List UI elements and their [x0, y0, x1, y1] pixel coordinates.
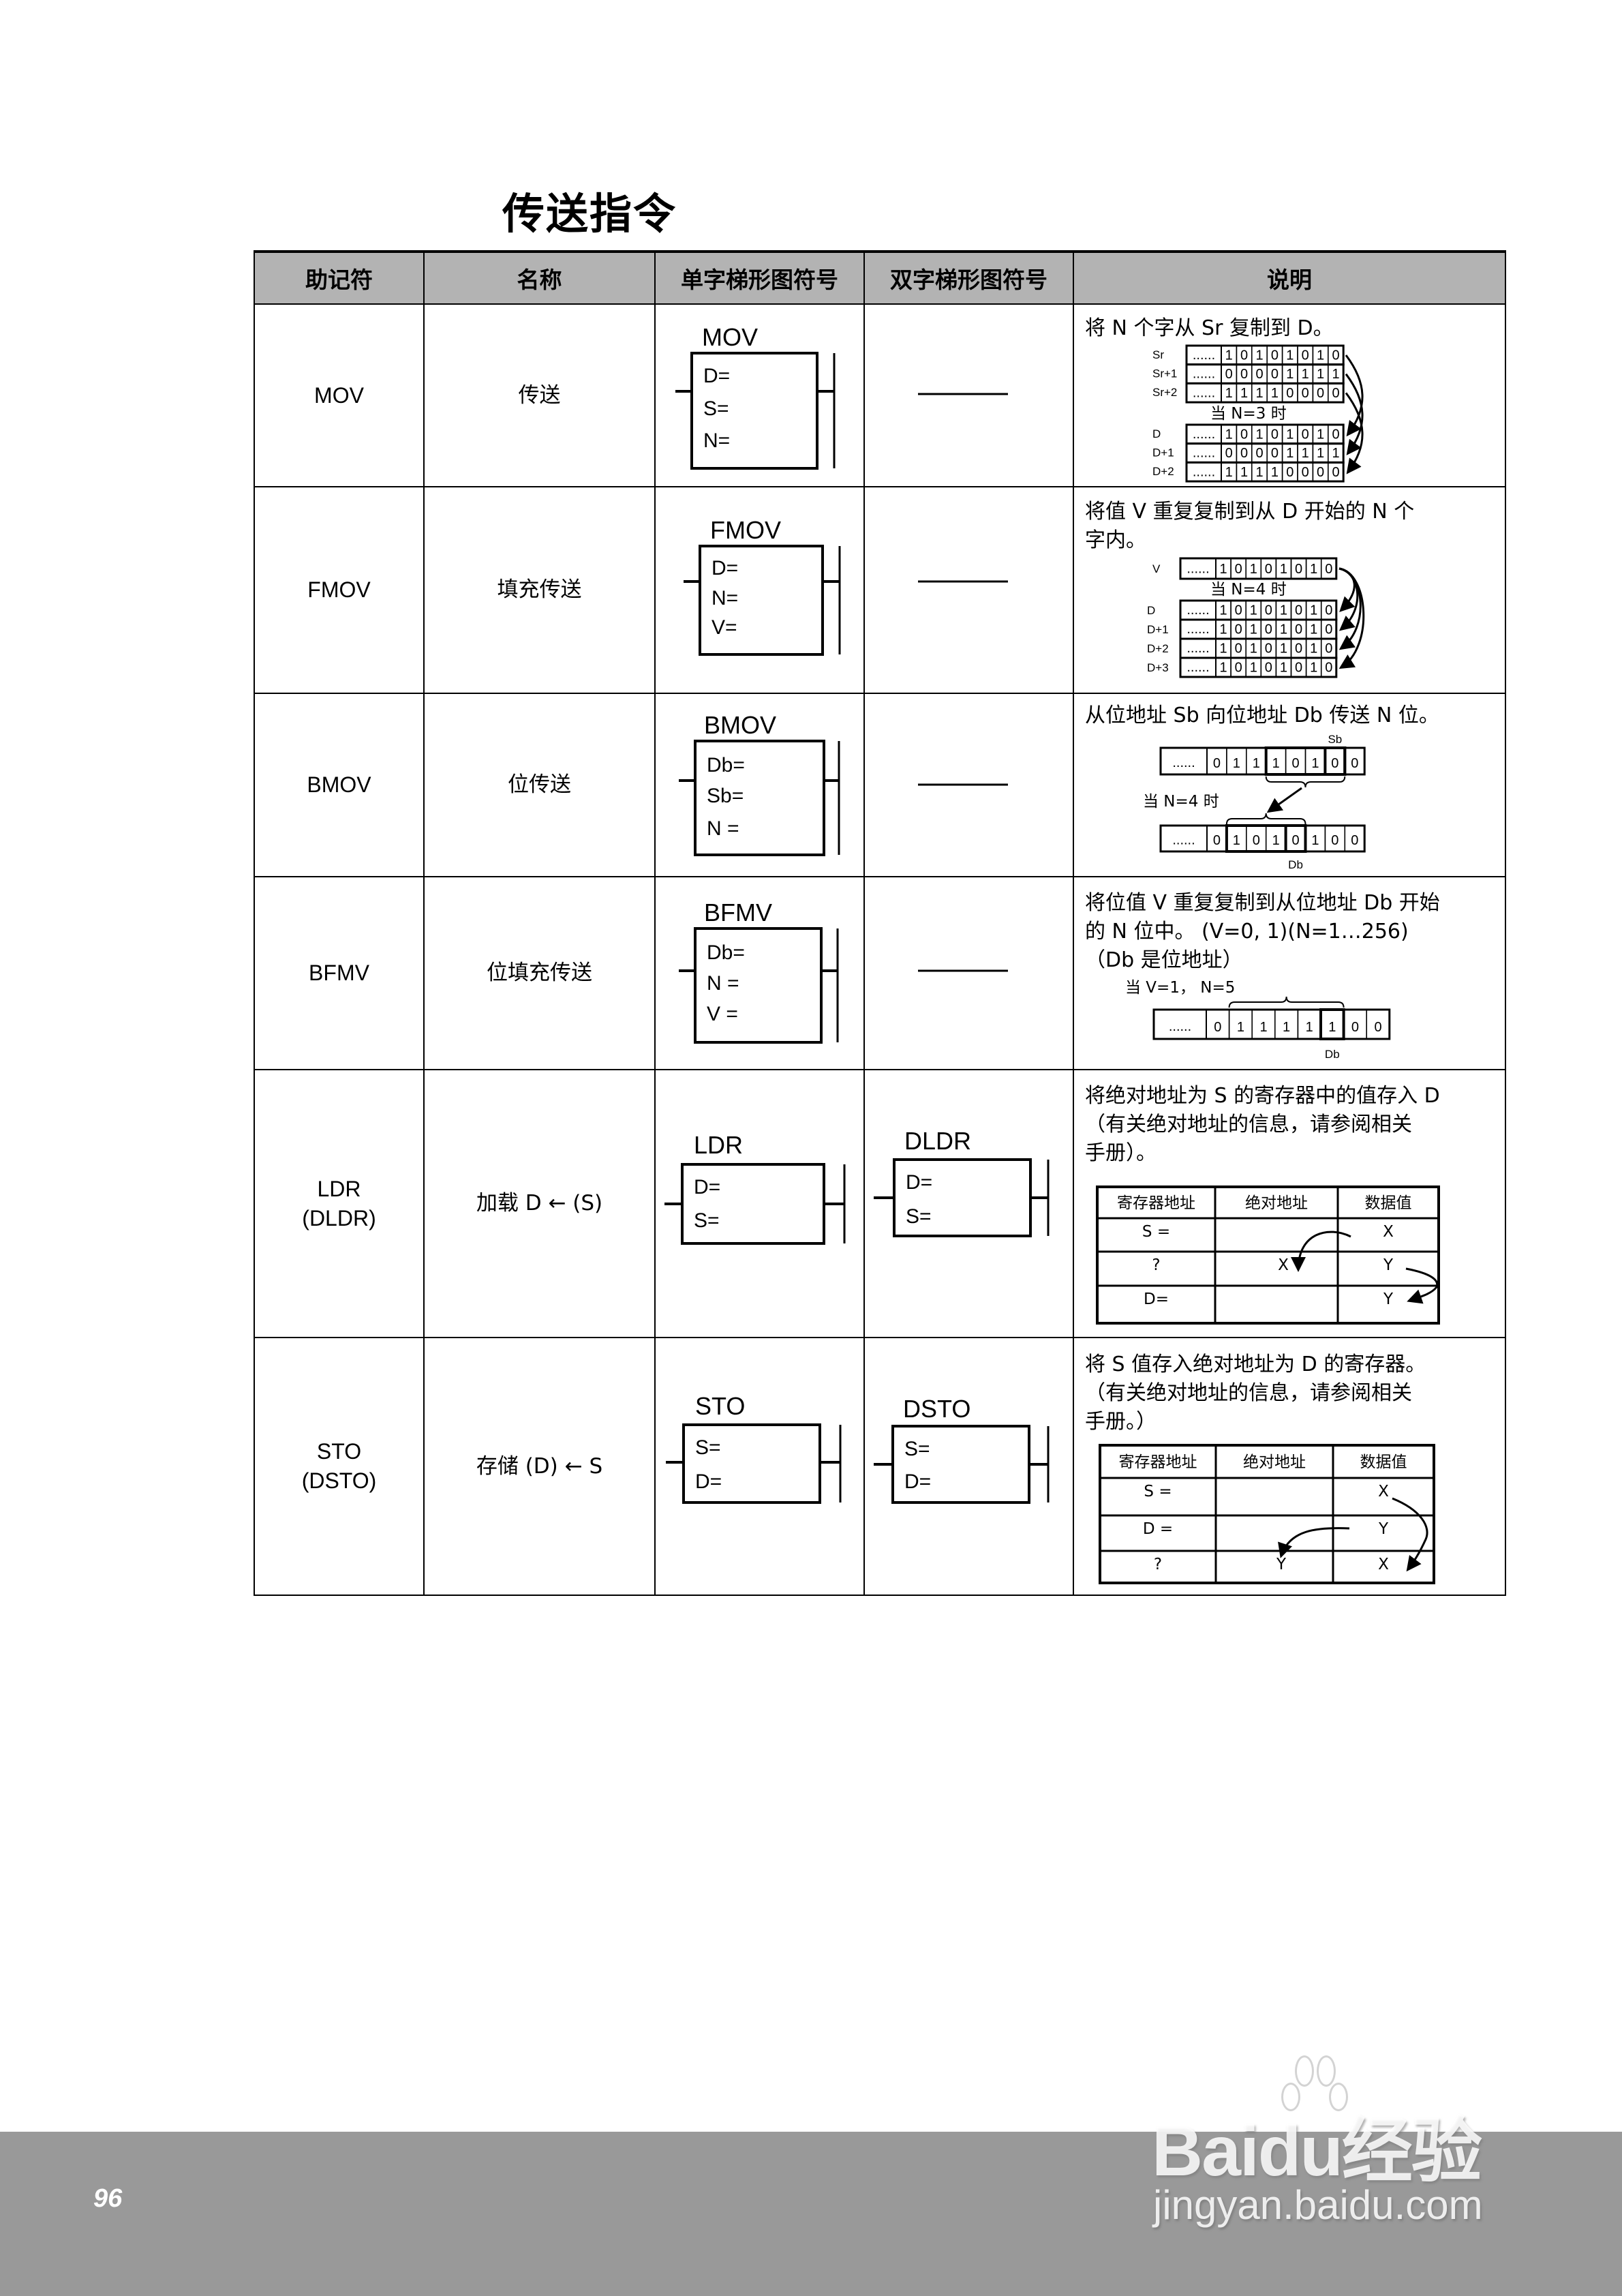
paw-icon [1317, 2055, 1336, 2087]
description-cell: 将值 V 重复复制到从 D 开始的 N 个字内。 [1073, 486, 1506, 694]
single-ladder-cell [654, 303, 865, 487]
header-description: 说明 [1073, 250, 1506, 305]
double-ladder-cell [863, 303, 1074, 487]
double-ladder-cell [863, 486, 1074, 694]
description-line: 手册）。 [1085, 1141, 1157, 1165]
table-row: BFMV 位填充传送 将位值 V 重复复制到从位地址 Db 开始的 N 位中。 … [254, 876, 1506, 1070]
table-row: FMOV 填充传送 将值 V 重复复制到从 D 开始的 N 个字内。 [254, 486, 1506, 694]
name-cell: 填充传送 [423, 486, 656, 694]
page-title: 传送指令 [502, 189, 677, 239]
mnemonic-double: (DSTO) [301, 1468, 377, 1493]
single-ladder-cell [654, 1069, 865, 1338]
description-cell: 将位值 V 重复复制到从位地址 Db 开始的 N 位中。 (V=0, 1)(N=… [1073, 876, 1506, 1070]
description-line: 从位地址 Sb 向位地址 Db 传送 N 位。 [1085, 704, 1439, 727]
single-ladder-cell [654, 1337, 865, 1596]
mnemonic-cell: STO (DSTO) [254, 1337, 425, 1596]
header-name: 名称 [423, 250, 656, 305]
description-text: 将值 V 重复复制到从 D 开始的 N 个字内。 [1085, 498, 1414, 555]
description-text: 将 S 值存入绝对地址为 D 的寄存器。 （有关绝对地址的信息，请参阅相关手册。） [1085, 1350, 1426, 1436]
description-line: （有关绝对地址的信息，请参阅相关 [1085, 1113, 1412, 1136]
name-cell: 存储 (D) ← S [423, 1337, 656, 1596]
description-line: 将 N 个字从 Sr 复制到 D。 [1085, 316, 1334, 340]
watermark-logo: Baidu经验 [1152, 2112, 1482, 2191]
name-cell: 加载 D ← (S) [423, 1069, 656, 1338]
description-line: 将值 V 重复复制到从 D 开始的 N 个 [1085, 500, 1415, 524]
description-line: 的 N 位中。 (V=0, 1)(N=1…256) [1085, 920, 1409, 943]
description-line: 将 S 值存入绝对地址为 D 的寄存器。 [1085, 1353, 1426, 1376]
description-line: 手册。） [1085, 1410, 1157, 1434]
double-ladder-cell [863, 1069, 1074, 1338]
single-ladder-cell [654, 486, 865, 694]
description-text: 将绝对地址为 S 的寄存器中的值存入 D （有关绝对地址的信息，请参阅相关手册）。 [1085, 1082, 1440, 1168]
name-cell: 传送 [423, 303, 656, 487]
single-ladder-cell [654, 876, 865, 1070]
header-mnemonic: 助记符 [254, 250, 425, 305]
description-line: （有关绝对地址的信息，请参阅相关 [1085, 1381, 1412, 1405]
header-single-word-ladder: 单字梯形图符号 [654, 250, 865, 305]
page-number: 96 [93, 2184, 123, 2213]
description-cell: 从位地址 Sb 向位地址 Db 传送 N 位。 [1073, 693, 1506, 877]
double-ladder-cell [863, 693, 1074, 877]
mnemonic: BFMV [309, 961, 369, 985]
mnemonic: FMOV [307, 577, 371, 602]
double-ladder-cell [863, 1337, 1074, 1596]
description-text: 从位地址 Sb 向位地址 Db 传送 N 位。 [1085, 701, 1439, 730]
mnemonic: STO [316, 1439, 362, 1464]
table-header-row: 助记符 名称 单字梯形图符号 双字梯形图符号 说明 [254, 250, 1506, 305]
mnemonic: LDR [317, 1176, 361, 1201]
mnemonic-cell: BMOV [254, 693, 425, 877]
description-text: 将位值 V 重复复制到从位地址 Db 开始的 N 位中。 (V=0, 1)(N=… [1085, 889, 1440, 975]
description-line: （Db 是位地址） [1085, 948, 1243, 972]
description-cell: 将 S 值存入绝对地址为 D 的寄存器。 （有关绝对地址的信息，请参阅相关手册。） [1073, 1337, 1506, 1596]
description-line: 将位值 V 重复复制到从位地址 Db 开始 [1085, 891, 1440, 915]
paw-icon [1329, 2083, 1348, 2111]
name-cell: 位传送 [423, 693, 656, 877]
mnemonic: MOV [314, 382, 364, 408]
description-cell: 将绝对地址为 S 的寄存器中的值存入 D （有关绝对地址的信息，请参阅相关手册）。 [1073, 1069, 1506, 1338]
table-row: MOV 传送 将 N 个字从 Sr 复制到 D。 [254, 303, 1506, 487]
description-line: 将绝对地址为 S 的寄存器中的值存入 D [1085, 1084, 1440, 1108]
mnemonic-double: (DLDR) [302, 1205, 376, 1230]
mnemonic-cell: MOV [254, 303, 425, 487]
description-cell: 将 N 个字从 Sr 复制到 D。 [1073, 303, 1506, 487]
paw-icon [1295, 2055, 1314, 2087]
description-text: 将 N 个字从 Sr 复制到 D。 [1085, 314, 1334, 343]
name-cell: 位填充传送 [423, 876, 656, 1070]
table-row: LDR (DLDR) 加载 D ← (S) 将绝对地址为 S 的寄存器中的值存入 … [254, 1069, 1506, 1338]
transfer-instructions-table: 助记符 名称 单字梯形图符号 双字梯形图符号 说明 MOV 传送 将 N 个字从… [254, 250, 1506, 1596]
paw-icon [1281, 2083, 1300, 2111]
mnemonic-cell: BFMV [254, 876, 425, 1070]
description-line: 字内。 [1085, 528, 1146, 552]
double-ladder-cell [863, 876, 1074, 1070]
watermark-url: jingyan.baidu.com [1153, 2182, 1483, 2228]
mnemonic: BMOV [307, 772, 371, 797]
header-double-word-ladder: 双字梯形图符号 [863, 250, 1074, 305]
table-row: BMOV 位传送 从位地址 Sb 向位地址 Db 传送 N 位。 [254, 693, 1506, 877]
mnemonic-cell: LDR (DLDR) [254, 1069, 425, 1338]
footer-band [0, 2132, 1622, 2296]
mnemonic-cell: FMOV [254, 486, 425, 694]
single-ladder-cell [654, 693, 865, 877]
table-row: STO (DSTO) 存储 (D) ← S 将 S 值存入绝对地址为 D 的寄存器… [254, 1337, 1506, 1596]
